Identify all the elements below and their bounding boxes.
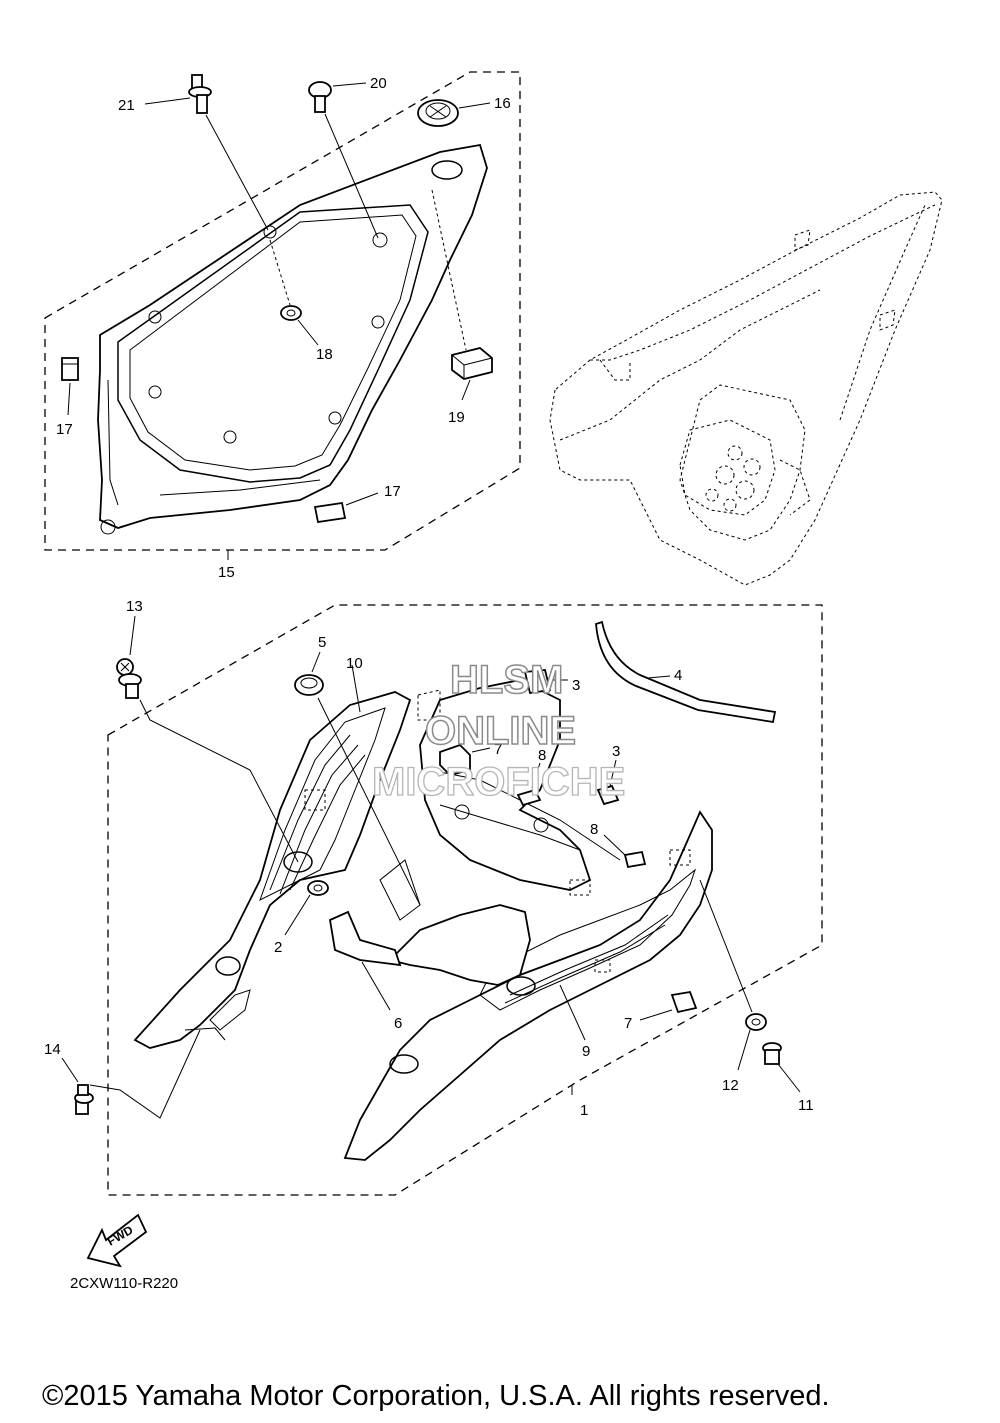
watermark: HLSM ONLINE MICROFICHE — [371, 657, 626, 804]
callout-14: 14 — [44, 1041, 61, 1058]
watermark-line3: MICROFICHE — [372, 760, 625, 804]
upper-cover-inner-lip — [129, 214, 417, 471]
callout-21: 21 — [118, 97, 135, 114]
part-7-pad-lower — [639, 990, 698, 1021]
part-14-clip — [61, 1029, 201, 1119]
part-19-pad — [431, 189, 493, 401]
upper-cover-inner-frame — [117, 204, 429, 483]
reference-rear-frame — [549, 191, 943, 586]
upper-panel-assembly — [44, 71, 521, 551]
fwd-arrow-icon: FWD — [86, 1213, 148, 1268]
callout-7b: 7 — [624, 1015, 632, 1032]
leader-20 — [324, 113, 379, 239]
grommet-hole — [431, 160, 463, 180]
part-1-tail-section — [388, 904, 531, 986]
part-5-grommet — [294, 651, 421, 906]
drawing-code: 2CXW110-R220 — [70, 1275, 178, 1292]
callout-4: 4 — [674, 667, 682, 684]
part-21-bolt — [144, 74, 269, 231]
part-6-bracket — [328, 910, 402, 1011]
callout-13: 13 — [126, 598, 143, 615]
part-10-cover — [133, 691, 412, 1049]
part-11-screw — [762, 1042, 801, 1093]
callout-labels: 1 2 3 3 4 5 6 7 7 7 8 8 9 10 11 12 13 14… — [44, 75, 814, 1119]
callout-9: 9 — [582, 1043, 590, 1060]
part-1-side-cover — [343, 810, 713, 1161]
part-3-clip-b — [596, 759, 620, 806]
callout-16: 16 — [494, 95, 511, 112]
part-12-washer — [699, 879, 767, 1071]
callout-1: 1 — [580, 1102, 588, 1119]
callout-2: 2 — [274, 939, 282, 956]
callout-8b: 8 — [590, 821, 598, 838]
part-16-grommet — [417, 99, 491, 127]
callout-12: 12 — [722, 1077, 739, 1094]
callout-20: 20 — [370, 75, 387, 92]
part-8-pad-a — [516, 762, 542, 807]
callout-8a: 8 — [538, 747, 546, 764]
callout-6: 6 — [394, 1015, 402, 1032]
lower-panel-assembly — [107, 604, 823, 1196]
leader-21 — [205, 114, 269, 231]
part-3-clip-a — [523, 669, 568, 695]
assembly-15-boundary — [44, 71, 521, 551]
callout-15: 15 — [218, 564, 235, 581]
callout-10: 10 — [346, 655, 363, 672]
part-20-screw — [308, 81, 379, 239]
part-7-pad-upper — [439, 743, 491, 776]
part-2-washer — [284, 880, 329, 936]
part-17-pad-bottom — [313, 492, 379, 524]
callout-19: 19 — [448, 409, 465, 426]
part-13-screw — [116, 615, 299, 863]
callout-7a: 7 — [494, 741, 502, 758]
callout-11: 11 — [798, 1097, 814, 1114]
callout-17a: 17 — [56, 421, 73, 438]
watermark-line2: ONLINE — [425, 709, 576, 753]
callout-3a: 3 — [572, 677, 580, 694]
callout-17b: 17 — [384, 483, 401, 500]
part-8-pad-b — [603, 834, 647, 869]
part-18-washer — [269, 239, 319, 346]
assembly-1-boundary — [107, 604, 823, 1196]
part-17-pad-left — [61, 357, 79, 416]
callout-5: 5 — [318, 634, 326, 651]
callout-18: 18 — [316, 346, 333, 363]
copyright-notice: ©2015 Yamaha Motor Corporation, U.S.A. A… — [42, 1380, 830, 1412]
part-4-strip — [595, 620, 777, 724]
callout-3b: 3 — [612, 743, 620, 760]
upper-side-cover — [97, 143, 488, 529]
watermark-line1: HLSM — [450, 658, 563, 702]
